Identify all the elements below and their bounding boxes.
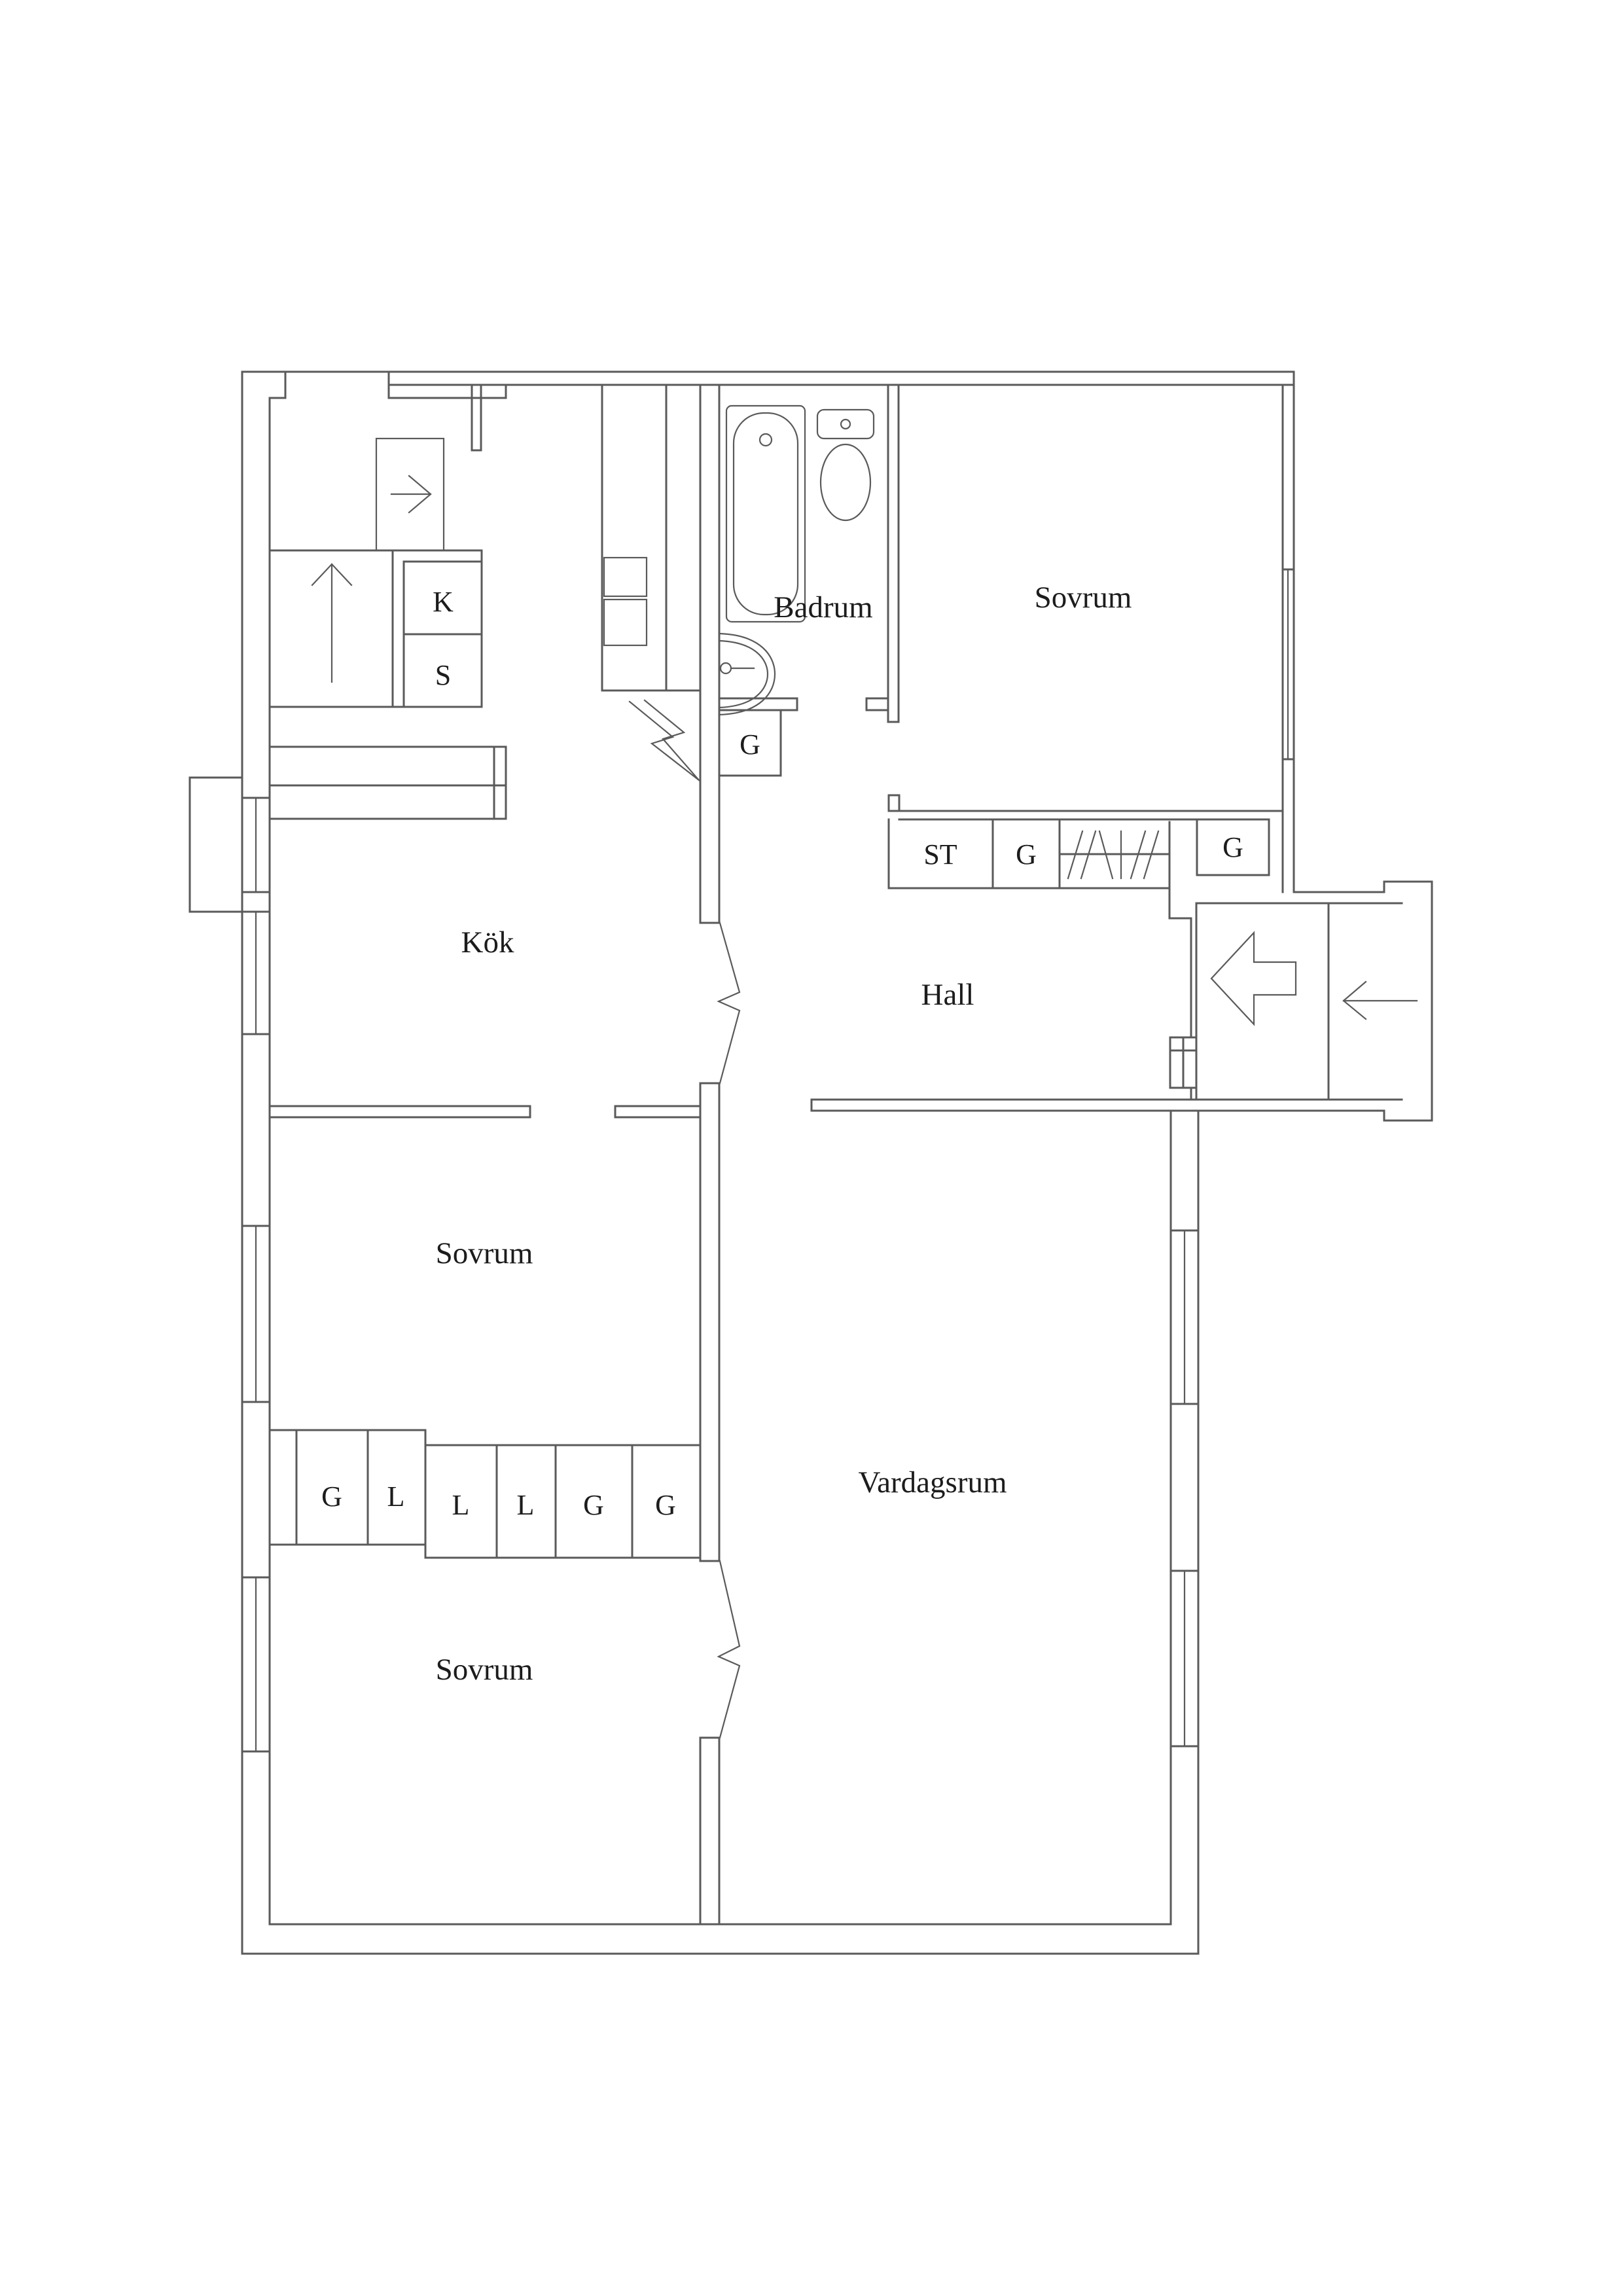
kitchen-appliance-box-2 [603, 598, 648, 647]
closet-label-st: ST [923, 838, 957, 870]
closet-label-fridge: K [433, 586, 454, 618]
closet-label-hall-g: G [1016, 838, 1037, 870]
electrical-bolt-icon [628, 699, 700, 781]
room-label-kitchen: Kök [461, 925, 514, 960]
storage-labels: K S G ST G G G L L L G G [321, 586, 1243, 1521]
closet-label-row-lower-l2: L [517, 1489, 535, 1521]
closet-label-row-upper-g: G [321, 1480, 342, 1513]
room-label-hall: Hall [921, 978, 974, 1012]
room-label-bedroom-top: Sovrum [1035, 581, 1132, 615]
bathroom-closet-box [718, 709, 782, 777]
closet-label-row-upper-l: L [387, 1480, 405, 1513]
kitchen-appliance-box-1 [603, 556, 648, 598]
closet-label-cooler: S [435, 659, 451, 691]
hall-closet-row [887, 818, 1171, 889]
shaft-boxes [1169, 1036, 1198, 1089]
closet-label-row-lower-g1: G [583, 1489, 604, 1521]
closet-label-row-lower-g2: G [655, 1489, 676, 1521]
entry-block-arrow-icon [1210, 931, 1297, 1026]
accordion-door-bedroom-living [717, 1560, 741, 1739]
room-label-bedroom-middle: Sovrum [436, 1236, 533, 1270]
bathtub-icon [725, 404, 806, 623]
balcony-protrusion [188, 776, 243, 913]
bedroom-closet-rows [268, 1429, 700, 1559]
kitchen-counter [268, 384, 702, 820]
wardrobe-hatch-icon [1067, 830, 1160, 880]
accordion-door-kitchen-hall [717, 922, 741, 1085]
room-label-living-room: Vardagsrum [858, 1465, 1007, 1499]
room-labels: Badrum Sovrum Kök Hall Sovrum Vardagsrum… [436, 581, 1132, 1687]
room-label-bathroom: Badrum [774, 590, 872, 624]
fridge-cooler-column [391, 549, 483, 708]
interior-walls [268, 384, 1284, 1926]
closet-label-bathroom-g: G [740, 728, 760, 761]
outer-walls [241, 370, 1295, 1955]
toilet-icon [816, 408, 875, 522]
stairs-up-arrow-icon [311, 563, 353, 683]
closet-label-row-lower-l1: L [452, 1489, 470, 1521]
direction-right-arrow-icon [375, 437, 445, 552]
entry-vestibule-walls [810, 880, 1433, 1122]
closet-label-entry-g: G [1222, 831, 1243, 863]
window-glass-lines [255, 568, 1289, 1753]
room-label-bedroom-bottom: Sovrum [436, 1653, 533, 1687]
stair-landing-arrow-icon [1342, 980, 1418, 1020]
entry-closet-box [1196, 818, 1270, 876]
plan-lines [188, 370, 1433, 1955]
wash-basin-icon [718, 632, 776, 716]
